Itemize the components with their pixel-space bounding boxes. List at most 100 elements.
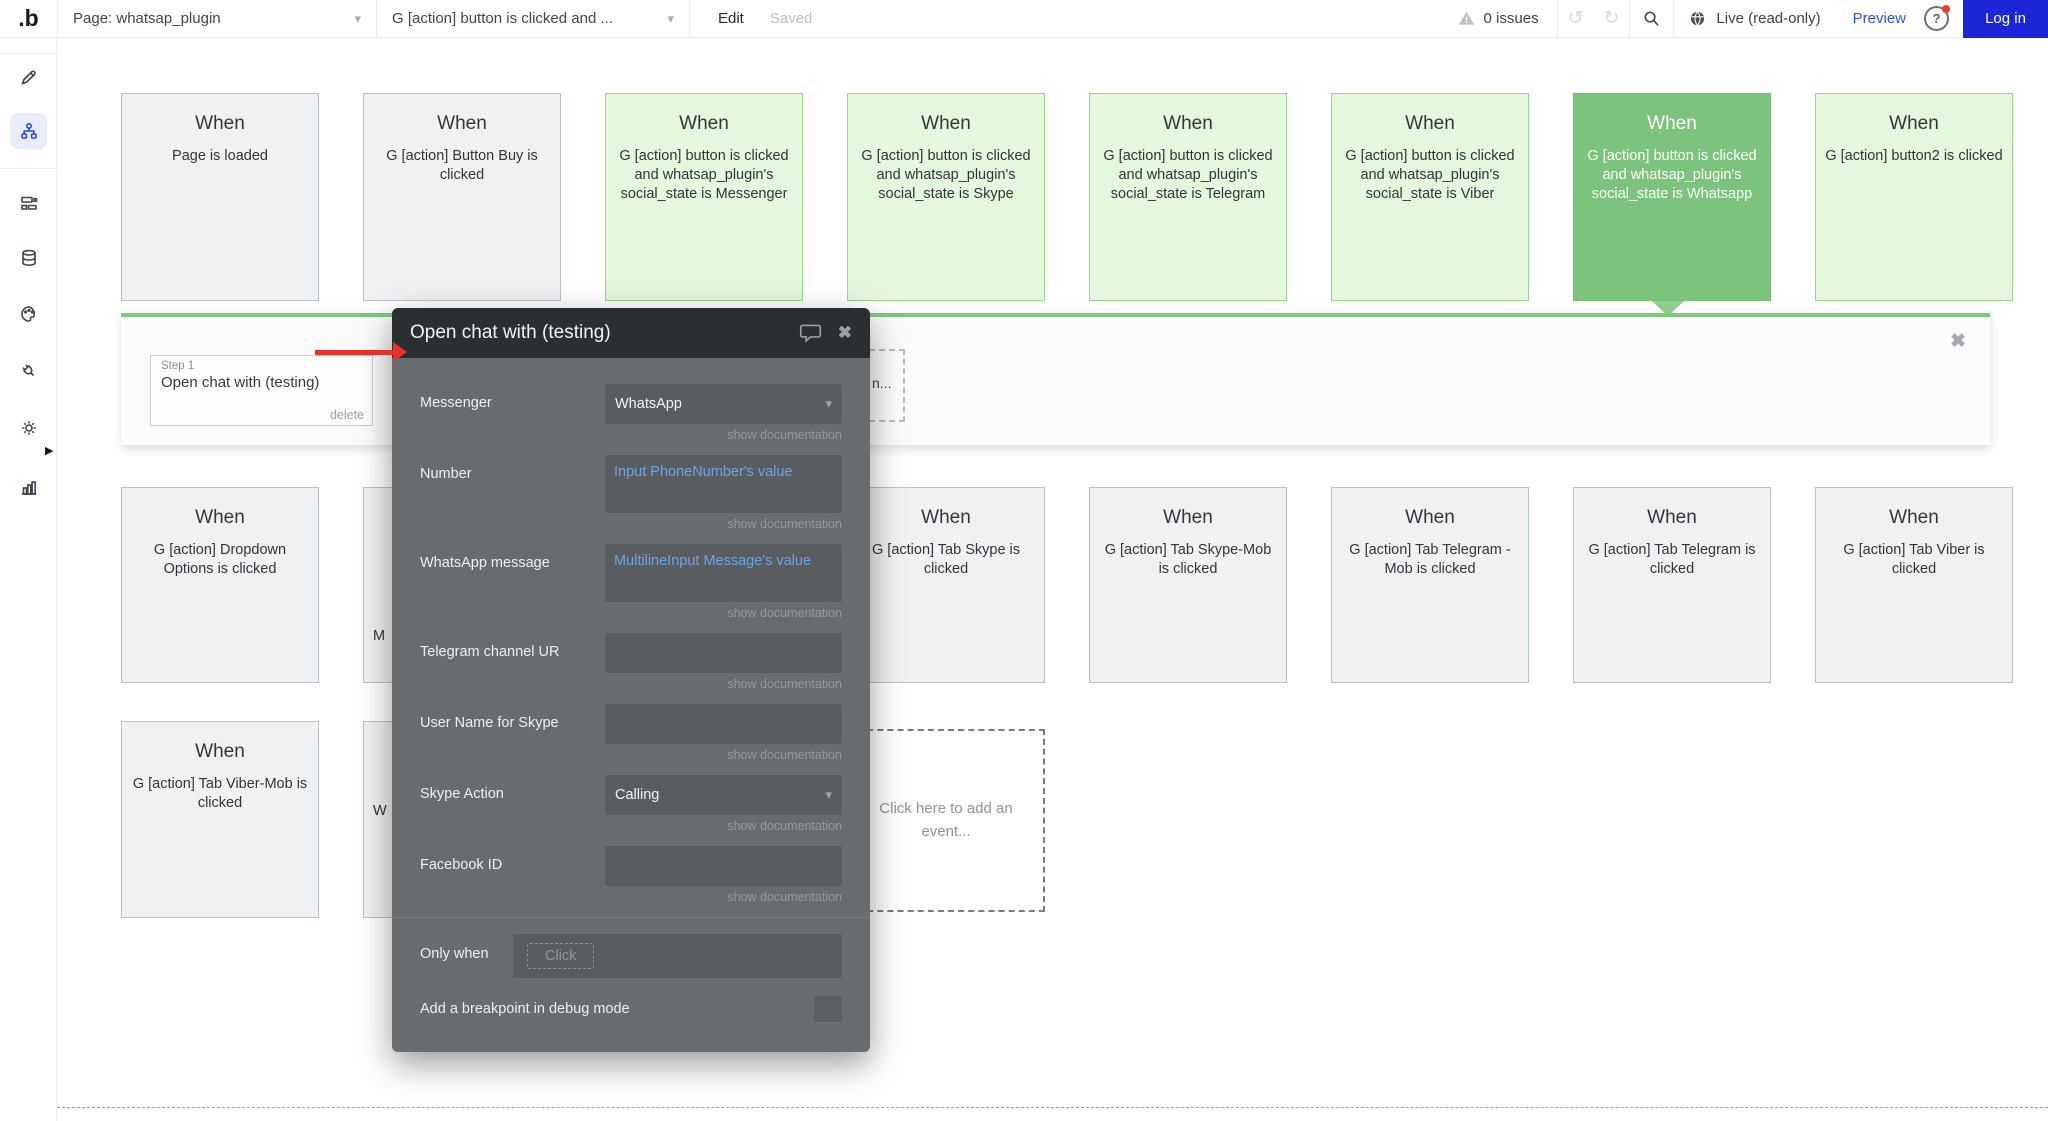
- workflow-selector[interactable]: G [action] button is clicked and ... ▾: [377, 0, 690, 38]
- search-button[interactable]: [1630, 9, 1673, 28]
- page-selector[interactable]: Page: whatsap_plugin ▾: [57, 0, 377, 38]
- step-1-action-box[interactable]: Step 1 Open chat with (testing) delete: [150, 355, 373, 426]
- field-label: WhatsApp message: [420, 555, 550, 571]
- event-card[interactable]: When G [action] button is clicked and wh…: [847, 93, 1045, 301]
- event-description-fragment: M: [373, 628, 386, 644]
- redo-button[interactable]: ↻: [1603, 8, 1620, 29]
- close-icon[interactable]: ✖: [837, 323, 852, 342]
- event-when-label: When: [195, 507, 245, 528]
- plug-icon: [19, 361, 39, 381]
- event-description: G [action] Dropdown Options is clicked: [153, 542, 287, 578]
- sidebar-collapse-handle[interactable]: ▶: [45, 445, 54, 457]
- breakpoint-checkbox[interactable]: [814, 996, 842, 1022]
- workflow-icon: [19, 121, 39, 141]
- skype-username-field[interactable]: [605, 704, 842, 744]
- comment-bubble-icon[interactable]: [799, 323, 822, 343]
- event-card[interactable]: When G [action] Tab Skype-Mob is clicked: [1089, 487, 1287, 683]
- close-icon[interactable]: ✖: [1950, 331, 1966, 352]
- event-card[interactable]: When G [action] button is clicked and wh…: [605, 93, 803, 301]
- sidebar-item-logs[interactable]: [10, 469, 47, 505]
- event-when-label: When: [437, 113, 487, 134]
- event-card[interactable]: When G [action] Button Buy is clicked: [363, 93, 561, 301]
- red-arrow-head: [393, 342, 407, 362]
- field-row-whatsapp-message: WhatsApp message MultilineInput Message'…: [420, 544, 842, 621]
- left-sidebar: [0, 38, 57, 1121]
- dropdown-value: Calling: [615, 787, 660, 803]
- whatsapp-message-expression-field[interactable]: MultilineInput Message's value: [605, 544, 842, 602]
- event-when-label: When: [195, 113, 245, 134]
- environment-label: Live (read-only): [1716, 10, 1821, 27]
- skype-action-dropdown[interactable]: Calling ▾: [605, 775, 842, 815]
- undo-button[interactable]: ↺: [1567, 8, 1584, 29]
- messenger-dropdown[interactable]: WhatsApp ▾: [605, 384, 842, 424]
- sidebar-item-workflow[interactable]: [10, 113, 47, 149]
- saved-status: Saved: [769, 10, 813, 27]
- field-label: Skype Action: [420, 786, 504, 802]
- sidebar-item-data[interactable]: [10, 240, 47, 276]
- event-when-label: When: [1405, 507, 1455, 528]
- event-description: G [action] button is clicked and whatsap…: [861, 148, 1031, 203]
- show-documentation-link[interactable]: show documentation: [727, 748, 842, 762]
- event-description: G [action] button is clicked and whatsap…: [1103, 148, 1273, 203]
- show-documentation-link[interactable]: show documentation: [727, 428, 842, 442]
- event-card[interactable]: When G [action] button is clicked and wh…: [1331, 93, 1529, 301]
- dropdown-value: WhatsApp: [615, 396, 682, 412]
- event-card[interactable]: When Page is loaded: [121, 93, 319, 301]
- event-card[interactable]: When G [action] button2 is clicked: [1815, 93, 2013, 301]
- only-when-row: Only when Click: [420, 934, 842, 978]
- telegram-url-field[interactable]: [605, 633, 842, 673]
- event-card[interactable]: When G [action] Tab Telegram - Mob is cl…: [1331, 487, 1529, 683]
- chevron-down-icon: ▾: [667, 10, 674, 26]
- help-button[interactable]: ?: [1924, 5, 1950, 31]
- field-row-number: Number Input PhoneNumber's value show do…: [420, 455, 842, 532]
- sidebar-item-plugins[interactable]: [10, 353, 47, 389]
- event-when-label: When: [679, 113, 729, 134]
- add-event-button[interactable]: Click here to add an event...: [847, 729, 1045, 912]
- event-when-label: When: [921, 113, 971, 134]
- divider: [0, 53, 57, 54]
- sidebar-item-styles[interactable]: [10, 296, 47, 332]
- step-delete-link[interactable]: delete: [329, 408, 364, 422]
- preview-button[interactable]: Preview: [1852, 10, 1906, 27]
- field-row-skype-action: Skype Action Calling ▾ show documentatio…: [420, 775, 842, 834]
- environment-selector[interactable]: Live (read-only): [1674, 9, 1834, 28]
- issues-count: 0 issues: [1483, 10, 1539, 27]
- event-when-label: When: [1889, 507, 1939, 528]
- event-description: G [action] button is clicked and whatsap…: [619, 148, 789, 203]
- sidebar-item-responsive[interactable]: [10, 185, 47, 221]
- event-card-selected[interactable]: When G [action] button is clicked and wh…: [1573, 93, 1771, 301]
- selected-event-pointer: [1652, 301, 1684, 316]
- event-card[interactable]: When G [action] Tab Viber is clicked: [1815, 487, 2013, 683]
- show-documentation-link[interactable]: show documentation: [727, 517, 842, 531]
- warning-icon: [1457, 9, 1476, 28]
- show-documentation-link[interactable]: show documentation: [727, 677, 842, 691]
- divider: [1673, 0, 1675, 38]
- facebook-id-field[interactable]: [605, 846, 842, 886]
- event-card[interactable]: When G [action] Tab Skype is clicked: [847, 487, 1045, 683]
- number-expression-field[interactable]: Input PhoneNumber's value: [605, 455, 842, 513]
- event-card[interactable]: When G [action] Dropdown Options is clic…: [121, 487, 319, 683]
- modal-header: Open chat with (testing) ✖: [392, 308, 870, 358]
- issues-button[interactable]: 0 issues: [1439, 9, 1557, 28]
- divider: [1556, 0, 1558, 38]
- edit-menu[interactable]: Edit: [718, 10, 744, 27]
- only-when-field[interactable]: Click: [513, 934, 842, 978]
- event-when-label: When: [1647, 507, 1697, 528]
- workflow-selector-label: G [action] button is clicked and ...: [392, 10, 613, 27]
- event-card[interactable]: When G [action] Tab Viber-Mob is clicked: [121, 721, 319, 918]
- database-icon: [19, 248, 39, 268]
- show-documentation-link[interactable]: show documentation: [727, 890, 842, 904]
- login-button[interactable]: Log in: [1963, 0, 2048, 38]
- event-description: G [action] Tab Viber is clicked: [1843, 542, 1985, 578]
- show-documentation-link[interactable]: show documentation: [727, 606, 842, 620]
- divider: [392, 917, 870, 918]
- show-documentation-link[interactable]: show documentation: [727, 819, 842, 833]
- event-card[interactable]: When G [action] Tab Telegram is clicked: [1573, 487, 1771, 683]
- sidebar-item-design[interactable]: [10, 59, 47, 95]
- only-when-click-placeholder[interactable]: Click: [527, 943, 595, 969]
- sidebar-item-settings[interactable]: [10, 410, 47, 446]
- bubble-logo[interactable]: .b: [18, 5, 39, 31]
- field-label: Telegram channel UR: [420, 644, 560, 660]
- modal-title: Open chat with (testing): [410, 322, 611, 343]
- event-card[interactable]: When G [action] button is clicked and wh…: [1089, 93, 1287, 301]
